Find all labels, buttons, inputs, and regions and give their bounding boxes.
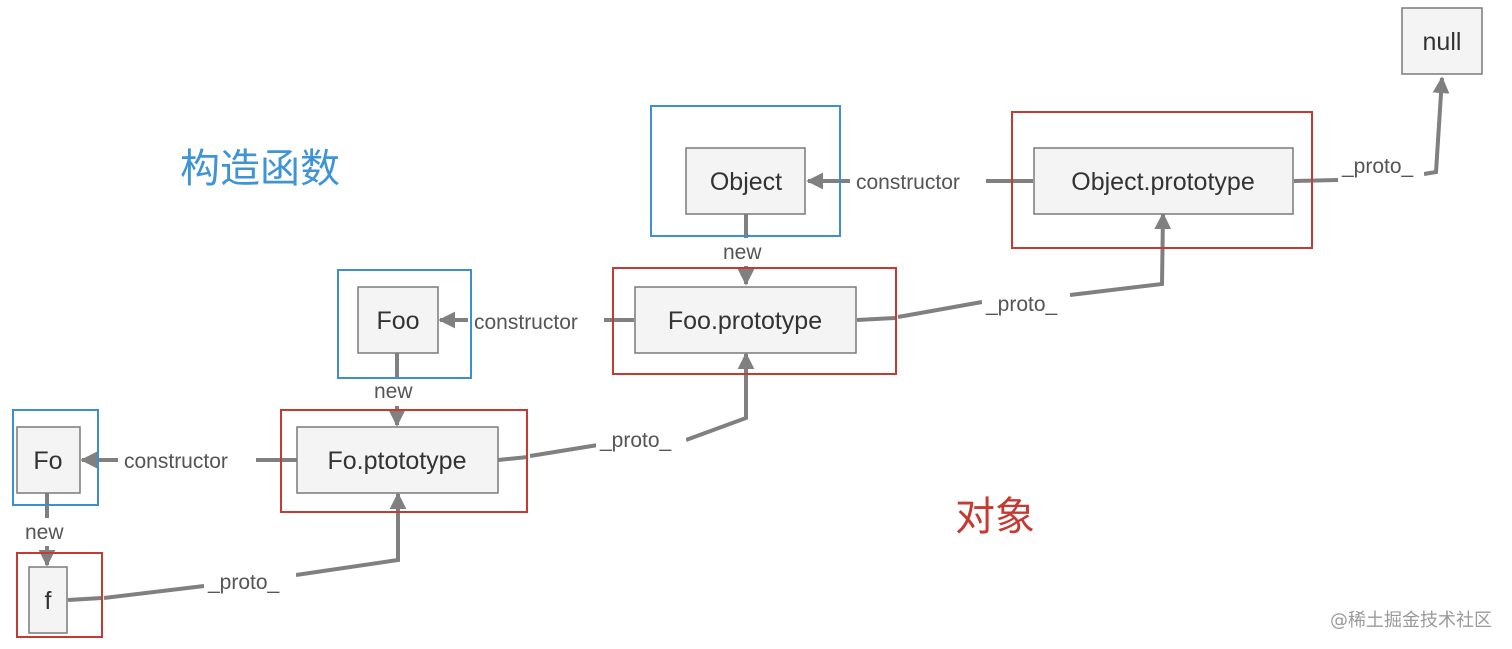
node-foo-prototype: Foo.prototype	[634, 286, 857, 354]
edge-label-bg	[850, 166, 986, 196]
legend-objects: 对象	[955, 494, 1035, 540]
edge-label-bg	[718, 238, 774, 266]
edge-label-object-new: new	[723, 241, 762, 264]
node-object-label: Object	[710, 168, 782, 196]
foo-constructor-frame	[337, 269, 472, 379]
edge-label-fo-new: new	[25, 521, 64, 544]
node-foo: Foo	[357, 286, 439, 354]
node-object-prototype-label: Object.prototype	[1071, 168, 1254, 196]
node-fo-label: Fo	[33, 447, 62, 475]
edge-label-foo-new: new	[374, 380, 413, 403]
edge-label-object-constructor: constructor	[856, 171, 960, 194]
edge-label-bg	[982, 288, 1070, 318]
node-f: f	[28, 566, 68, 634]
watermark: @稀土掘金技术社区	[1330, 610, 1492, 631]
legend-constructors: 构造函数	[180, 146, 340, 192]
node-fo-prototype: Fo.ptototype	[296, 426, 499, 494]
edge-label-foo-constructor: constructor	[474, 311, 578, 334]
node-fo-prototype-label: Fo.ptototype	[328, 447, 467, 475]
object-constructor-frame	[650, 105, 841, 237]
edge-object-prototype-proto	[1293, 78, 1442, 183]
edge-label-bg	[596, 424, 686, 454]
node-f-label: f	[45, 587, 52, 615]
edge-label-bg	[369, 378, 425, 406]
node-object: Object	[685, 147, 806, 215]
edge-label-fo-prototype-proto: _proto_	[599, 429, 672, 452]
edge-label-foo-prototype-proto: _proto_	[985, 293, 1058, 316]
node-fo: Fo	[16, 426, 81, 494]
object-prototype-frame	[1011, 111, 1313, 249]
node-foo-prototype-label: Foo.prototype	[668, 307, 822, 335]
edge-label-object-prototype-proto: _proto_	[1341, 155, 1414, 178]
node-object-prototype: Object.prototype	[1033, 147, 1294, 215]
edge-f-proto	[67, 494, 398, 602]
edge-label-bg	[20, 518, 76, 546]
node-null-label: null	[1423, 28, 1462, 56]
foo-prototype-frame	[612, 267, 897, 375]
edge-label-bg	[204, 566, 296, 596]
edge-label-f-proto: _proto_	[207, 571, 280, 594]
edge-label-bg	[468, 306, 604, 336]
edge-label-bg	[118, 445, 256, 475]
fo-constructor-frame	[12, 409, 99, 506]
node-null: null	[1401, 7, 1483, 75]
edge-label-fo-constructor: constructor	[124, 450, 228, 473]
edge-foo-prototype-proto	[856, 214, 1163, 322]
f-object-frame	[16, 552, 103, 638]
fo-prototype-frame	[280, 409, 528, 513]
edge-label-bg	[1338, 150, 1424, 180]
edge-fo-prototype-proto	[497, 354, 746, 462]
node-foo-label: Foo	[376, 307, 419, 335]
